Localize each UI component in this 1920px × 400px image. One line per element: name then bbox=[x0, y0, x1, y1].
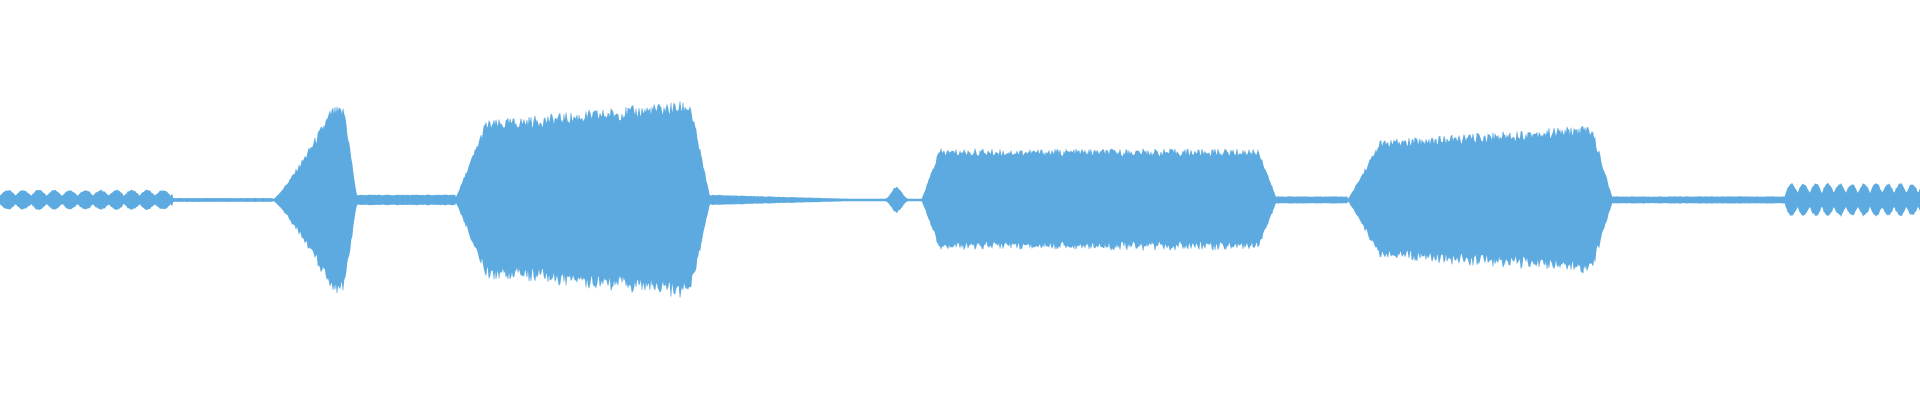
waveform-path bbox=[0, 101, 1920, 298]
